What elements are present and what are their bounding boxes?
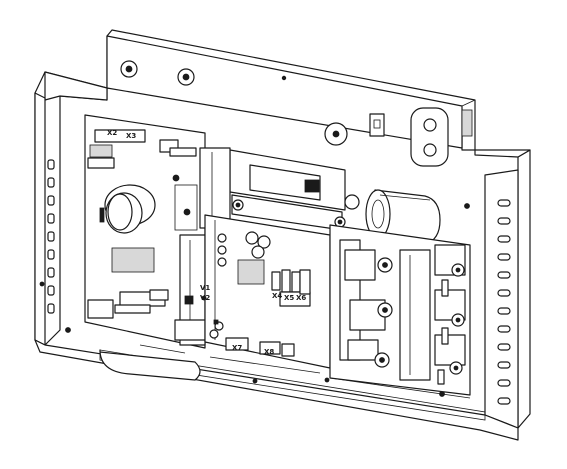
label-x4: X4	[272, 292, 282, 300]
label-v1: V1	[200, 284, 210, 292]
label-v2: V2	[200, 294, 210, 302]
label-x2: X2	[107, 129, 117, 137]
bottom-rail	[99, 344, 471, 399]
heatsink-assembly	[199, 147, 360, 231]
center-circuit-board: V1 V2 X4 X5 X6 X7 X8	[200, 214, 331, 369]
cylindrical-component	[365, 189, 441, 245]
top-mounting-bracket	[106, 29, 476, 167]
left-circuit-board: X2 X3	[84, 114, 208, 349]
label-x5: X5	[284, 294, 294, 302]
right-terminal-board	[324, 224, 471, 396]
label-x7: X7	[232, 344, 242, 352]
label-x3: X3	[126, 132, 136, 140]
label-x6: X6	[296, 294, 306, 302]
label-x8: X8	[264, 348, 274, 356]
vent-slots-right	[497, 199, 511, 405]
vent-slots-left	[47, 159, 55, 314]
